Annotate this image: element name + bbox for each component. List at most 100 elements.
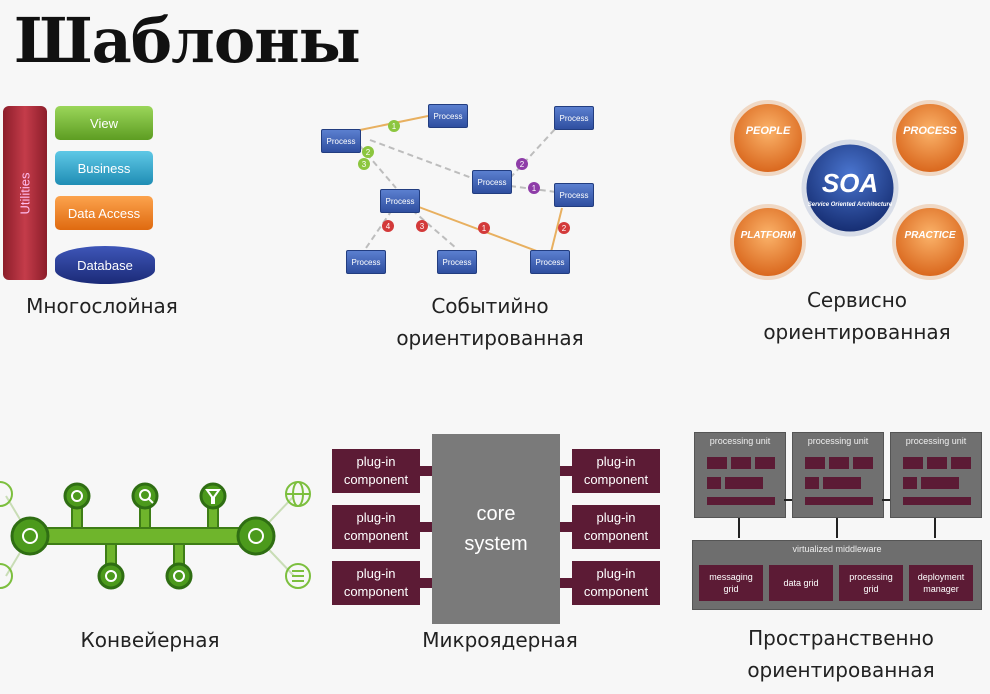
target-icon: [97, 562, 125, 590]
event-badge: [382, 220, 394, 232]
plugin-label-2: component: [343, 528, 409, 543]
plugin-component: plug-in component: [572, 449, 660, 493]
event-badge-label: 2: [520, 160, 525, 169]
soa-petal-process: [892, 100, 968, 176]
pipeline-main-pipe: [29, 527, 257, 545]
soa-petal-label: PROCESS: [903, 125, 957, 137]
soa-center-label: SOA: [822, 168, 878, 198]
gear-icon: [0, 481, 13, 507]
soa-diagram: SOA Service Oriented Architecture PEOPLE…: [730, 100, 968, 280]
process-node: Process: [472, 170, 512, 194]
middleware-label: virtualized middleware: [792, 544, 882, 554]
event-badge: [362, 146, 374, 158]
event-driven-connectors: 1 2 3 2 1 1 2 4 3: [358, 115, 570, 257]
database-cylinder: Database: [55, 246, 155, 284]
soa-core: [801, 139, 899, 237]
caption-layered: Многослойная: [26, 294, 178, 318]
process-node: Process: [530, 250, 570, 274]
event-badge: [558, 222, 570, 234]
utilities-bar: [3, 106, 47, 280]
plugin-label-1: plug-in: [596, 454, 636, 469]
processing-unit-label: processing unit: [905, 436, 967, 446]
plugin-label-1: plug-in: [356, 566, 396, 581]
caption-service-line2: ориентированная: [763, 320, 951, 344]
plugin-label-1: plug-in: [596, 566, 636, 581]
event-badge: [416, 220, 428, 232]
caption-event-driven-line1: Событийно: [431, 294, 549, 318]
event-badge-label: 1: [482, 224, 487, 233]
plugin-component: plug-in component: [332, 505, 420, 549]
list-icon: [285, 563, 311, 589]
connector-line: [365, 209, 393, 249]
caption-pipeline: Конвейерная: [80, 628, 220, 652]
process-node: Process: [437, 250, 477, 274]
plugin-component: plug-in component: [332, 449, 420, 493]
event-badge: [478, 222, 490, 234]
plugin-label-1: plug-in: [356, 454, 396, 469]
soa-center-sub: Service Oriented Architecture: [808, 202, 893, 208]
process-node: Process: [346, 250, 386, 274]
event-badge-label: 1: [532, 184, 537, 193]
process-node: Process: [321, 129, 361, 153]
core-system: core system: [432, 434, 560, 624]
event-badge: [528, 182, 540, 194]
plugin-label-1: plug-in: [596, 510, 636, 525]
plugin-label-2: component: [583, 472, 649, 487]
event-badge: [388, 120, 400, 132]
gear-icon: [63, 482, 91, 510]
event-badge-label: 2: [562, 224, 567, 233]
connector-line: [369, 139, 473, 179]
process-node: Process: [428, 104, 468, 128]
gear-icon: [0, 563, 13, 589]
soa-petal-people: [730, 100, 806, 176]
process-node: Process: [554, 106, 594, 130]
caption-event-driven: Событийно ориентированная: [360, 290, 620, 354]
target-icon: [165, 562, 193, 590]
search-icon: [131, 482, 159, 510]
pipeline-sink-node: [236, 516, 276, 556]
layer-business: Business: [55, 151, 153, 185]
connector-line: [509, 127, 557, 179]
caption-space-line2: ориентированная: [747, 658, 935, 682]
soa-petal-label: PLATFORM: [741, 230, 796, 241]
utilities-label: Utilities: [17, 172, 33, 214]
event-badge-label: 4: [386, 222, 391, 231]
pipeline-source-node: [10, 516, 50, 556]
process-node: Process: [554, 183, 594, 207]
caption-space-line1: Пространственно: [748, 626, 934, 650]
event-badge: [516, 158, 528, 170]
layer-data-access: Data Access: [55, 196, 153, 230]
plugin-component: plug-in component: [332, 561, 420, 605]
pipeline-diagram: [0, 481, 311, 590]
processing-unit: processing unit: [792, 432, 884, 518]
filter-icon: [199, 482, 227, 510]
event-badge-label: 3: [420, 222, 425, 231]
caption-microkernel: Микроядерная: [422, 628, 578, 652]
connector-line: [549, 207, 563, 257]
process-node: Process: [380, 189, 420, 213]
event-badge-label: 1: [392, 122, 397, 131]
processing-unit-label: processing unit: [709, 436, 771, 446]
caption-event-driven-line2: ориентированная: [396, 326, 584, 350]
plugin-label-2: component: [343, 584, 409, 599]
caption-service: Сервисно ориентированная: [730, 284, 984, 348]
slide-title: Шаблоны: [14, 4, 361, 77]
soa-petal-practice: [892, 204, 968, 280]
space-based-arrows: [738, 499, 936, 538]
core-label-1: core: [476, 503, 516, 525]
plugin-label-2: component: [583, 584, 649, 599]
event-badge: [358, 158, 370, 170]
utilities-label-wrap: Utilities: [3, 106, 47, 280]
processing-unit: processing unit: [694, 432, 786, 518]
soa-petal-label: PEOPLE: [746, 125, 791, 137]
event-badge-label: 2: [366, 148, 371, 157]
plugin-label-1: plug-in: [356, 510, 396, 525]
processing-unit: processing unit: [890, 432, 982, 518]
processing-unit-label: processing unit: [807, 436, 869, 446]
plugin-label-2: component: [583, 528, 649, 543]
core-label-2: system: [464, 533, 528, 555]
middleware-part-data-grid: data grid: [769, 565, 833, 601]
